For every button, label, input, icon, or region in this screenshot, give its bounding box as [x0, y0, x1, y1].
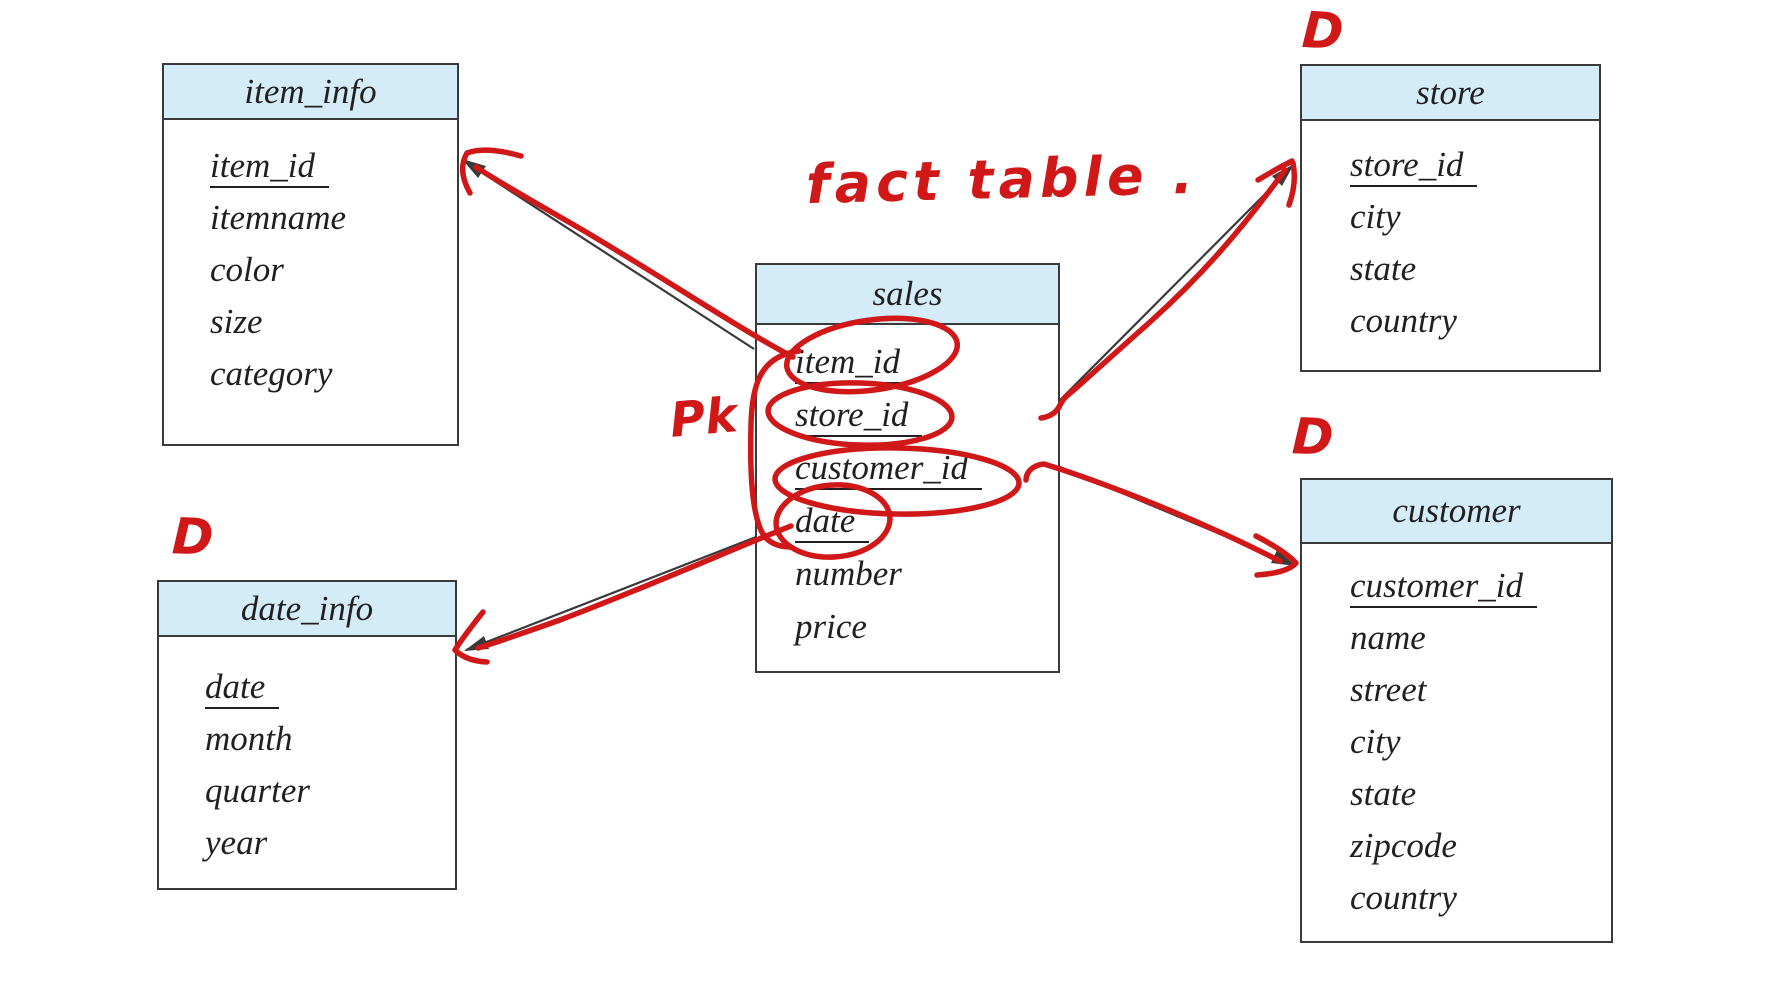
field-country: country [1350, 878, 1457, 917]
dimension-mark-store: D [1300, 0, 1346, 62]
field-zipcode: zipcode [1350, 826, 1457, 865]
line-sales-to-date-info [465, 535, 757, 652]
primary-key-note: Pk [667, 387, 740, 449]
table-customer-body: customer_id name street city state zipco… [1302, 544, 1611, 924]
field-date: date [205, 661, 455, 713]
table-sales-body: item_id store_id customer_id date number… [757, 325, 1058, 653]
table-item-info-body: item_id itemname color size category [164, 120, 457, 400]
arrowhead-customer [1271, 550, 1296, 566]
table-title: store [1416, 72, 1485, 112]
field-itemname: itemname [210, 198, 347, 237]
field-customer-id: customer_id [1350, 560, 1611, 612]
table-store-header: store [1302, 66, 1599, 121]
table-date-info-body: date month quarter year [159, 637, 455, 869]
arrowhead-item-info [462, 159, 486, 178]
field-store-id: store_id [795, 388, 1058, 441]
field-country: country [1350, 301, 1457, 340]
red-line-customer [1023, 461, 1283, 564]
table-store: store store_id city state country [1300, 64, 1601, 372]
table-sales-header: sales [757, 265, 1058, 325]
table-title: date_info [240, 588, 374, 628]
field-year: year [205, 823, 268, 862]
field-state: state [1350, 249, 1417, 288]
field-quarter: quarter [205, 771, 310, 810]
field-city: city [1350, 197, 1401, 236]
table-date-info: date_info date month quarter year [157, 580, 457, 890]
field-size: size [210, 302, 263, 341]
table-sales: sales item_id store_id customer_id date … [755, 263, 1060, 673]
line-sales-to-customer [1059, 465, 1295, 567]
dimension-mark-date-info: D [171, 507, 215, 567]
field-name: name [1350, 618, 1426, 657]
red-line-date-info [475, 523, 794, 651]
field-street: street [1350, 670, 1427, 709]
field-state: state [1350, 774, 1417, 813]
table-item-info-header: item_info [164, 65, 457, 120]
red-line-item-info [473, 164, 796, 360]
field-category: category [210, 354, 333, 393]
field-color: color [210, 250, 284, 289]
arrowhead-date-info [464, 636, 489, 651]
fact-table-note: fact table . [805, 142, 1199, 217]
table-title: item_info [244, 71, 377, 111]
field-customer-id: customer_id [795, 441, 1058, 494]
table-title: customer [1392, 491, 1521, 530]
field-price: price [795, 607, 867, 646]
table-store-body: store_id city state country [1302, 121, 1599, 347]
field-number: number [795, 554, 902, 593]
field-city: city [1350, 722, 1401, 761]
table-date-info-header: date_info [159, 582, 455, 637]
arrowhead-store [1272, 164, 1294, 186]
red-arrowhead-item-info [459, 147, 524, 196]
field-item-id: item_id [795, 335, 1058, 388]
line-sales-to-item-info [463, 160, 755, 350]
dimension-mark-customer: D [1291, 407, 1335, 467]
table-customer: customer customer_id name street city st… [1300, 478, 1613, 943]
red-arrowhead-store [1255, 158, 1298, 208]
red-arrowhead-customer [1253, 533, 1299, 578]
red-arrowhead-date-info [452, 609, 490, 665]
field-month: month [205, 719, 293, 758]
table-customer-header: customer [1302, 480, 1611, 544]
table-item-info: item_info item_id itemname color size ca… [162, 63, 459, 446]
field-store-id: store_id [1350, 139, 1599, 191]
field-item-id: item_id [210, 140, 457, 192]
line-sales-to-store [1059, 165, 1294, 401]
field-date: date [795, 494, 1058, 547]
red-line-store [1038, 167, 1288, 421]
table-title: sales [872, 274, 943, 313]
